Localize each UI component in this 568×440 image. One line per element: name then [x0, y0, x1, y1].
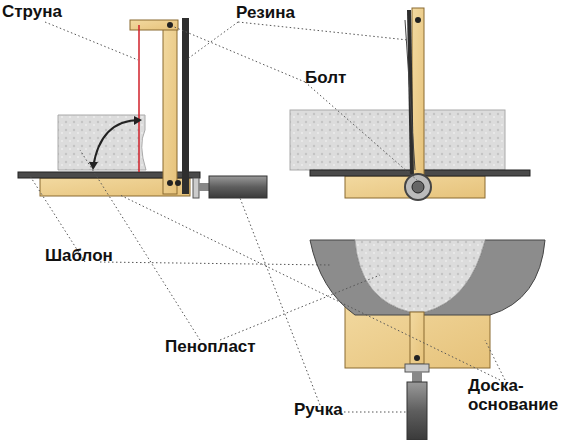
drawing-line	[238, 22, 408, 40]
drawing-line	[138, 25, 140, 172]
part-label: Доска- основание	[468, 376, 568, 414]
drawing-path	[58, 115, 146, 170]
drawing-circle	[167, 180, 173, 186]
drawing-rect	[182, 18, 189, 194]
drawing-rect	[199, 183, 209, 191]
drawing-path	[134, 116, 142, 125]
drawing-line	[172, 26, 305, 82]
drawing-line	[485, 340, 505, 380]
drawing-rect	[193, 178, 199, 198]
drawing-line	[305, 82, 417, 180]
drawing-line	[100, 262, 330, 265]
drawing-path	[89, 162, 98, 170]
part-label: Шаблон	[45, 246, 125, 265]
drawing-circle	[412, 181, 424, 193]
drawing-rect	[130, 20, 178, 30]
part-label: Резина	[236, 3, 316, 22]
drawing-path	[93, 120, 140, 168]
drawing-circle	[415, 17, 421, 23]
drawing-line	[120, 195, 500, 380]
drawing-line	[220, 275, 380, 340]
drawing-rect	[209, 176, 267, 198]
leader-lines	[30, 22, 505, 412]
part-label: Болт	[305, 68, 365, 87]
drawing-path	[355, 240, 485, 312]
part-label: Пенопласт	[165, 337, 275, 356]
drawing-circle	[175, 180, 181, 186]
drawing-line	[45, 22, 138, 60]
part-label: Ручка	[294, 400, 364, 419]
drawing-line	[186, 22, 238, 60]
drawing-line	[405, 20, 415, 170]
drawing-circle	[414, 355, 420, 361]
drawing-line	[80, 150, 200, 340]
part-label: Струна	[2, 2, 82, 21]
drawing-rect	[163, 22, 177, 194]
drawing-rect	[290, 110, 505, 170]
left-view	[18, 18, 267, 198]
right-view	[290, 8, 530, 200]
drawing-line	[240, 198, 320, 405]
drawing-rect	[405, 364, 429, 372]
drawing-rect	[407, 382, 427, 440]
drawing-path	[310, 240, 545, 315]
drawing-circle	[405, 174, 431, 200]
drawing-rect	[410, 312, 424, 364]
drawing-circle	[167, 22, 173, 28]
drawing-line	[340, 412, 410, 413]
drawing-rect	[412, 372, 422, 382]
